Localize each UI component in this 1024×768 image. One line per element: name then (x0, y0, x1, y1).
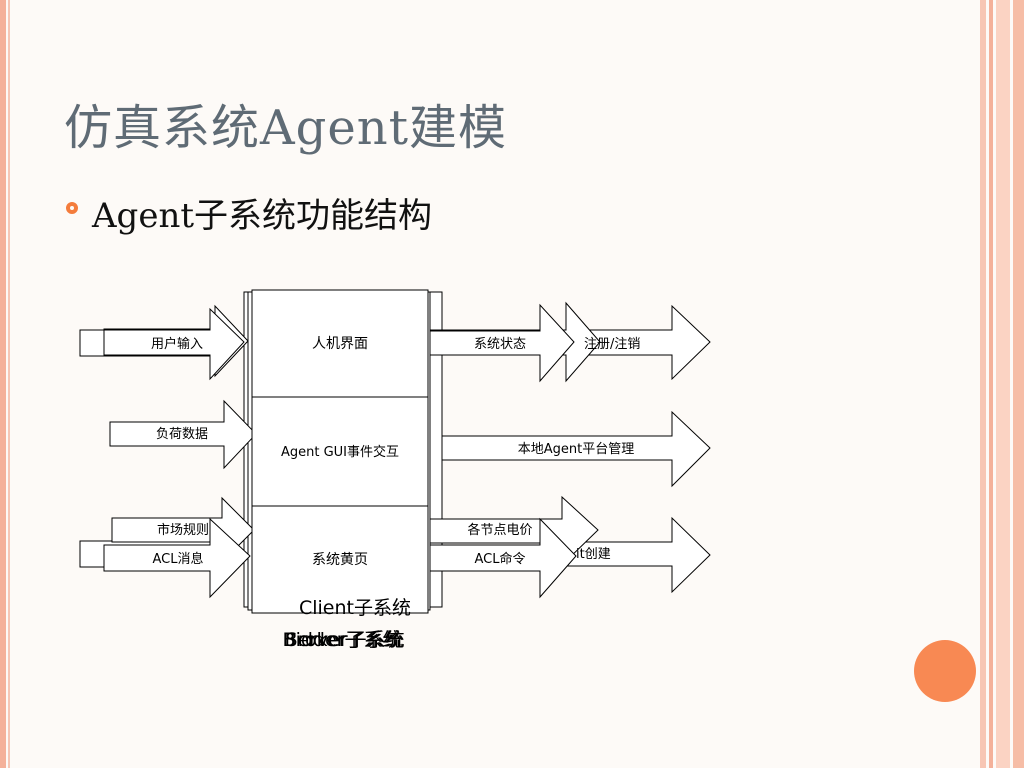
output-label: ACL命令 (475, 551, 526, 567)
left-frame-border (0, 0, 6, 768)
left-frame-line (8, 0, 10, 768)
subsystem-captions: Client子系统 Server子系统 Broker子系统 Bidder子系统 (283, 597, 411, 651)
module-box (251, 289, 429, 398)
output-label: 本地Agent平台管理 (518, 442, 634, 457)
input-label: ACL消息 (153, 551, 204, 567)
bullet-circle-icon (66, 202, 78, 214)
module-box (251, 505, 429, 614)
bullet-text: Agent子系统功能结构 (92, 196, 432, 236)
output-label-partial: 注册/注销 (584, 337, 640, 352)
output-arrow (441, 410, 711, 488)
subsystem-label: Broker子系统 (285, 629, 404, 651)
module-box (251, 396, 429, 507)
right-frame-border (980, 0, 1024, 768)
input-label: 用户输入 (151, 336, 203, 352)
decorative-circle (914, 640, 976, 702)
slide-title: 仿真系统Agent建模 (64, 100, 508, 156)
input-arrow-stack (103, 496, 255, 599)
subsystem-label: Bidder子系统 (283, 629, 402, 651)
input-label: 市场规则 (157, 522, 209, 538)
module-label: 人机界面 (312, 336, 368, 352)
output-arrow-stack (429, 495, 711, 599)
subsystem-label: Server子系统 (285, 629, 404, 651)
output-label-partial: it创建 (576, 547, 611, 562)
module-label: 系统黄页 (312, 551, 368, 568)
output-label: 各节点电价 (467, 522, 532, 538)
input-arrow (109, 399, 257, 470)
output-arrow-stack (429, 301, 711, 383)
input-arrow-stack (103, 304, 249, 381)
module-label: Agent GUI事件交互 (281, 444, 399, 460)
output-label: 系统状态 (474, 337, 526, 352)
input-label: 负荷数据 (156, 427, 208, 442)
subsystem-label: Client子系统 (299, 597, 411, 619)
